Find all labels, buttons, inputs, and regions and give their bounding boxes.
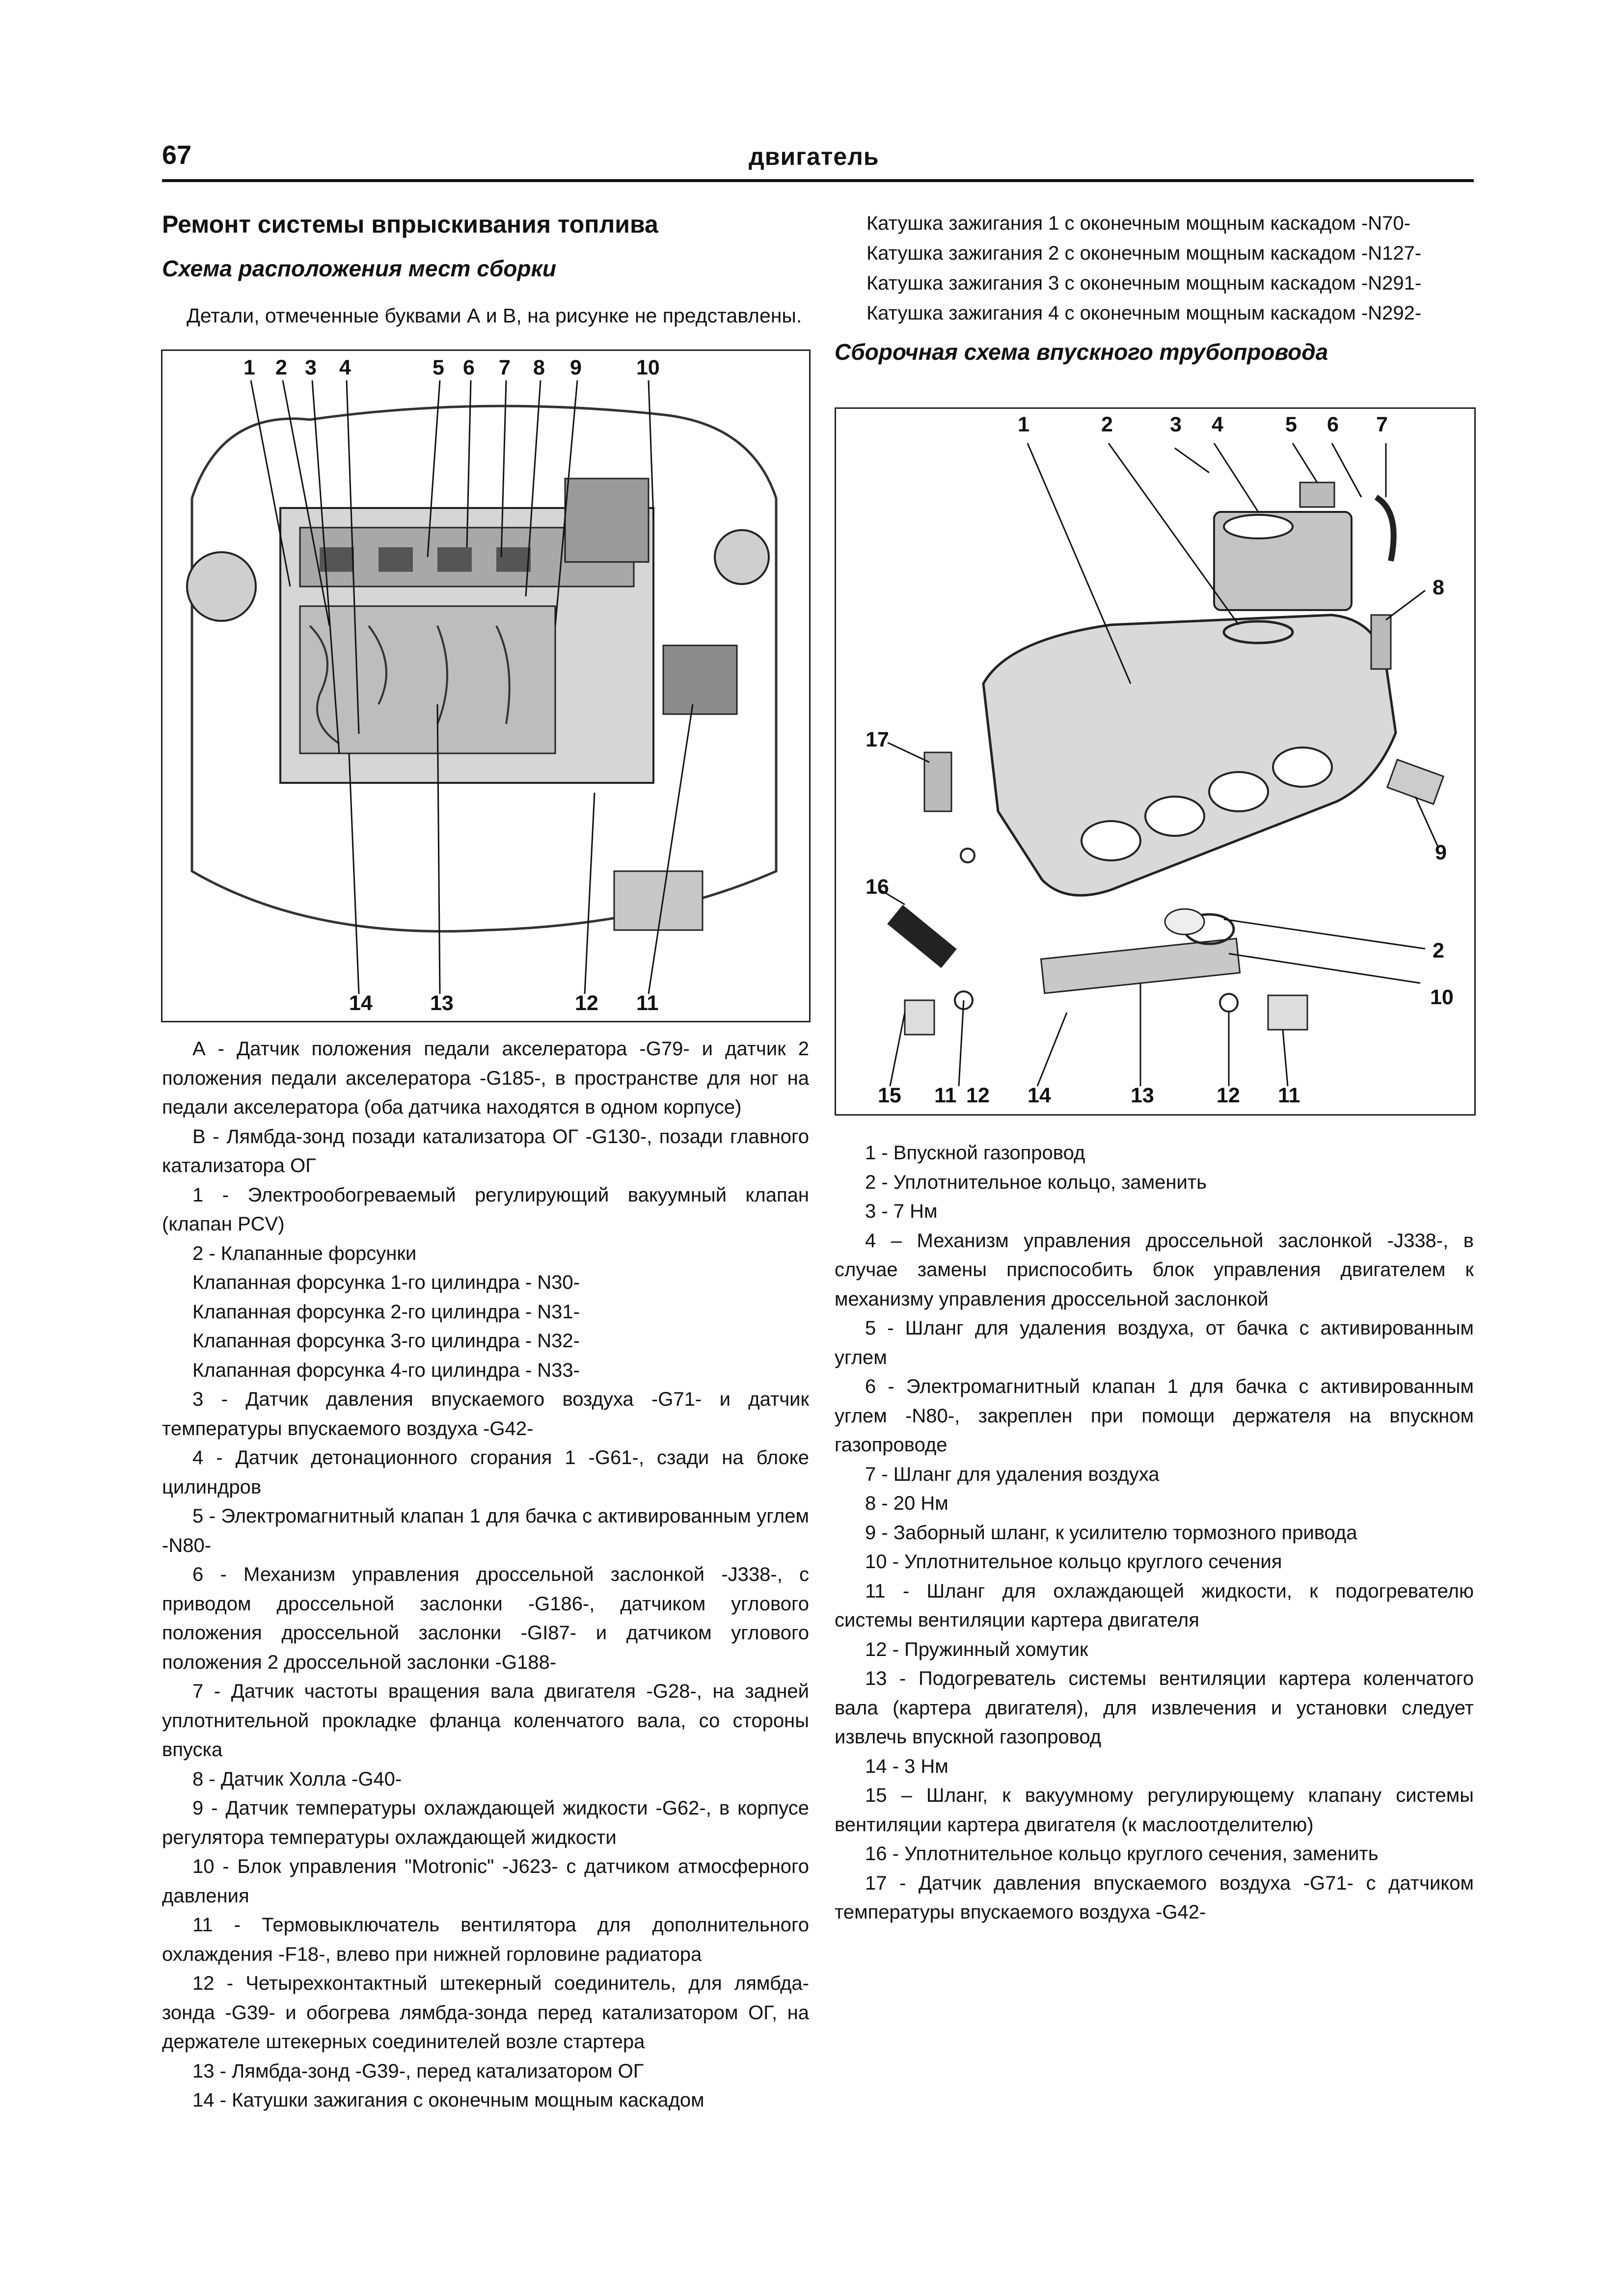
coil-line-1: Катушка зажигания 1 с оконечным мощным к… (866, 213, 1410, 234)
legend-item: 10 - Блок управления "Motronic" -J623- с… (162, 1856, 809, 1907)
legend-item: Клапанная форсунка 2-го цилиндра - N31- (192, 1301, 580, 1323)
legend-item: А - Датчик положения педали акселератора… (162, 1038, 809, 1118)
coil-line-4: Катушка зажигания 4 с оконечным мощным к… (866, 302, 1422, 324)
legend-item: Клапанная форсунка 4-го цилиндра - N33- (192, 1359, 580, 1381)
m-callout-9: 9 (1435, 841, 1447, 864)
legend-item: 7 - Датчик частоты вращения вала двигате… (162, 1681, 809, 1761)
subsection-title-layout: Схема расположения мест сборки (162, 256, 556, 281)
legend-item: 12 - Пружинный хомутик (865, 1638, 1088, 1660)
engine-bay-illustration (186, 380, 778, 994)
m-callout-7: 7 (1376, 413, 1388, 436)
legend-item: 7 - Шланг для удаления воздуха (865, 1463, 1160, 1485)
m-callout-11a: 11 (934, 1084, 957, 1107)
legend-item: 4 - Датчик детонационного сгорания 1 -G6… (162, 1447, 809, 1498)
m-callout-13: 13 (1131, 1084, 1154, 1107)
section-title: Ремонт системы впрыскивания топлива (162, 211, 658, 238)
legend-item: 3 - 7 Нм (865, 1201, 938, 1222)
legend-item: 1 - Впускной газопровод (865, 1142, 1085, 1164)
m-callout-17: 17 (866, 728, 889, 751)
callout-7: 7 (499, 356, 511, 379)
legend-item: В - Лямбда-зонд позади катализатора ОГ -… (162, 1125, 809, 1177)
legend-item: Клапанная форсунка 1-го цилиндра - N30- (192, 1272, 580, 1293)
legend-item: 10 - Уплотнительное кольцо круглого сече… (865, 1551, 1282, 1573)
callout-1: 1 (244, 356, 255, 379)
coil-line-3: Катушка зажигания 3 с оконечным мощным к… (866, 272, 1422, 294)
legend-item: 15 – Шланг, к вакуумному регулирующему к… (835, 1785, 1474, 1836)
callout-8: 8 (533, 356, 545, 379)
legend-item: 1 - Электрообогреваемый регулирующий вак… (162, 1184, 809, 1235)
m-callout-5: 5 (1285, 413, 1297, 436)
m-callout-15: 15 (878, 1084, 901, 1107)
m-callout-16: 16 (866, 875, 889, 899)
header-rule (162, 179, 1474, 182)
legend-item: 2 - Клапанные форсунки (192, 1242, 417, 1264)
legend-item: 12 - Четырехконтактный штекерный соедини… (162, 1973, 809, 2053)
legend-item: 2 - Уплотнительное кольцо, заменить (865, 1171, 1207, 1193)
right-legend: 1 - Впускной газопровод 2 - Уплотнительн… (835, 1139, 1474, 1927)
coil-line-2: Катушка зажигания 2 с оконечным мощным к… (866, 242, 1422, 264)
legend-item: 16 - Уплотнительное кольцо круглого сече… (865, 1843, 1379, 1865)
callout-14: 14 (349, 991, 373, 1015)
m-callout-12a: 12 (966, 1084, 990, 1107)
legend-item: 11 - Шланг для охлаждающей жидкости, к п… (835, 1580, 1474, 1631)
callout-2: 2 (275, 356, 287, 379)
legend-item: 13 - Подогреватель системы вентиляции ка… (835, 1668, 1474, 1748)
figure-note: Детали, отмеченные буквами А и В, на рис… (187, 304, 802, 327)
legend-item: 14 - 3 Нм (865, 1755, 948, 1777)
callout-10: 10 (636, 356, 660, 379)
m-callout-8: 8 (1433, 576, 1444, 599)
m-callout-3: 3 (1170, 413, 1182, 436)
page-number: 67 (162, 140, 192, 170)
m-callout-14: 14 (1028, 1084, 1051, 1107)
intake-manifold-figure: 1 2 3 4 5 6 7 8 9 2 10 17 16 15 11 12 14… (835, 407, 1476, 1116)
m-callout-1: 1 (1018, 413, 1029, 436)
callout-3: 3 (305, 356, 317, 379)
m-callout-2b: 2 (1433, 939, 1444, 962)
legend-item: 11 - Термовыключатель вентилятора для до… (162, 1914, 809, 1965)
legend-item: 4 – Механизм управления дроссельной засл… (835, 1229, 1474, 1310)
legend-item: 6 - Механизм управления дроссельной засл… (162, 1564, 809, 1673)
legend-item: 8 - Датчик Холла -G40- (192, 1768, 402, 1790)
callout-12: 12 (575, 991, 598, 1015)
running-title: двигатель (749, 143, 879, 170)
legend-item: 14 - Катушки зажигания с оконечным мощны… (192, 2089, 704, 2111)
callout-5: 5 (433, 356, 444, 379)
callout-6: 6 (463, 356, 475, 379)
legend-item: 9 - Датчик температуры охлаждающей жидко… (162, 1797, 809, 1848)
legend-item: 17 - Датчик давления впускаемого воздуха… (835, 1872, 1474, 1923)
callout-13: 13 (430, 991, 454, 1015)
callout-4: 4 (339, 356, 351, 379)
m-callout-2: 2 (1101, 413, 1113, 436)
intake-manifold-illustration (880, 443, 1445, 1087)
legend-item: 5 - Шланг для удаления воздуха, от бачка… (835, 1317, 1474, 1368)
legend-item: 8 - 20 Нм (865, 1493, 948, 1514)
callout-9: 9 (570, 356, 582, 379)
legend-item: Клапанная форсунка 3-го цилиндра - N32- (192, 1330, 580, 1352)
left-legend: А - Датчик положения педали акселератора… (162, 1035, 809, 2115)
subsection-title-manifold: Сборочная схема впускного трубопровода (835, 339, 1328, 365)
legend-item: 13 - Лямбда-зонд -G39-, перед катализато… (192, 2060, 644, 2082)
legend-item: 3 - Датчик давления впускаемого воздуха … (162, 1388, 809, 1440)
m-callout-4: 4 (1212, 413, 1223, 436)
engine-bay-figure: 1 2 3 4 5 6 7 8 9 10 14 13 12 11 (161, 349, 811, 1022)
m-callout-11b: 11 (1278, 1084, 1300, 1107)
legend-item: 6 - Электромагнитный клапан 1 для бачка … (835, 1376, 1474, 1456)
m-callout-6: 6 (1327, 413, 1339, 436)
m-callout-10: 10 (1430, 986, 1454, 1009)
m-callout-12b: 12 (1217, 1084, 1240, 1107)
callout-11: 11 (636, 991, 659, 1015)
legend-item: 9 - Заборный шланг, к усилителю тормозно… (865, 1522, 1357, 1544)
legend-item: 5 - Электромагнитный клапан 1 для бачка … (162, 1505, 809, 1556)
